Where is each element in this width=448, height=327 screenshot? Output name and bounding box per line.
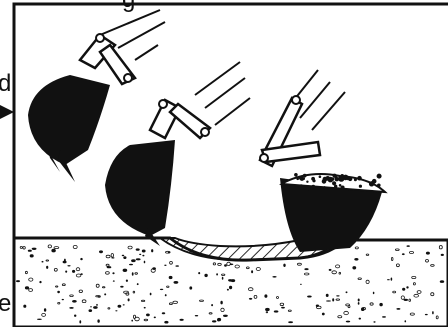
label-top-partial: g: [122, 0, 135, 12]
bucket-position-3: [260, 70, 385, 252]
label-left-lower: e: [0, 292, 11, 316]
pointer-arrow-icon: [0, 105, 14, 119]
label-left-upper: d: [0, 72, 11, 96]
bucket-position-2: [105, 62, 250, 246]
